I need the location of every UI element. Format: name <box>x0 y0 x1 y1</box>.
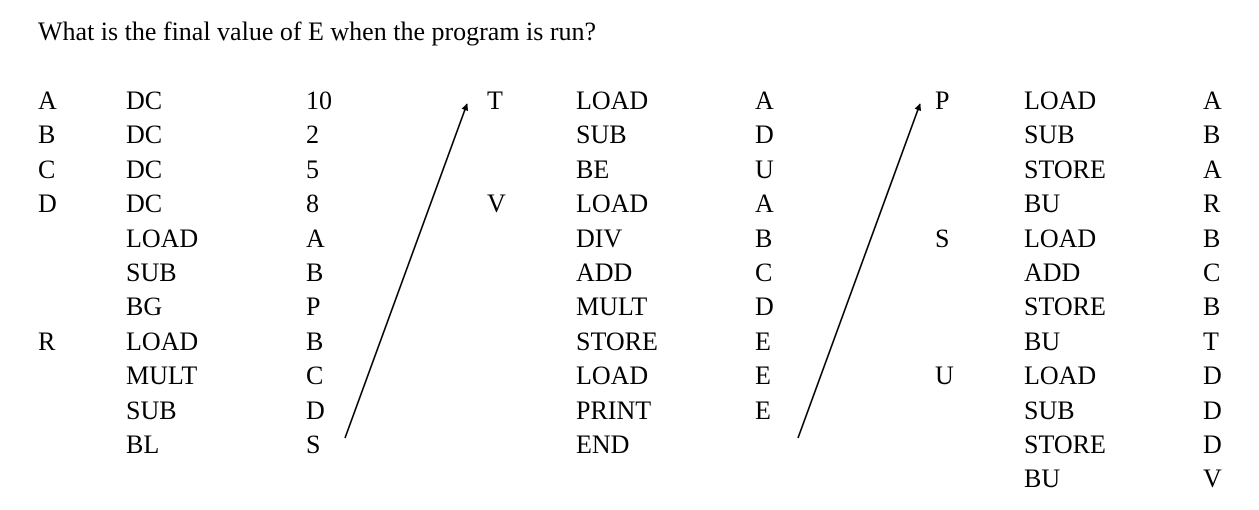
program-cell: SUB <box>126 257 177 287</box>
program-cell: A <box>1203 86 1222 115</box>
program-cell: END <box>576 429 630 459</box>
program-cell: B <box>1203 223 1221 253</box>
program-cell: T <box>487 86 503 115</box>
program-cell: D <box>306 395 325 425</box>
program-cell: V <box>1203 464 1222 494</box>
program-cell: DC <box>126 154 163 184</box>
program-cell: ADD <box>1024 257 1081 287</box>
program-cell: U <box>935 361 954 391</box>
program-cell: BU <box>1024 464 1061 494</box>
program-cell: MULT <box>126 361 198 391</box>
program-cell: 2 <box>306 120 319 150</box>
program-cell: STORE <box>576 326 658 356</box>
program-cell: B <box>306 257 324 287</box>
program-cell: LOAD <box>1024 86 1097 115</box>
program-cell: LOAD <box>1024 361 1097 391</box>
program-cell: 10 <box>306 86 332 115</box>
program-cell: C <box>38 154 56 184</box>
program-cell: R <box>1203 189 1221 219</box>
program-cell: SUB <box>1024 120 1075 150</box>
program-cell: STORE <box>1024 429 1106 459</box>
program-cell: BU <box>1024 326 1061 356</box>
program-cell: S <box>306 429 321 459</box>
program-cell: SUB <box>1024 395 1075 425</box>
program-cell: A <box>1203 154 1222 184</box>
program-cell: C <box>1203 257 1221 287</box>
opcode-column-2: LOAD SUB BE LOAD DIV ADD MULT STORE LOAD PRINT END <box>576 84 658 462</box>
program-cell: SUB <box>576 120 627 150</box>
program-cell: LOAD <box>1024 223 1097 253</box>
program-cell: A <box>755 189 774 219</box>
program-cell: DC <box>126 86 163 115</box>
program-cell: B <box>755 223 773 253</box>
program-cell: E <box>755 326 771 356</box>
program-cell: DC <box>126 120 163 150</box>
program-cell: S <box>935 223 950 253</box>
continuation-arrow-1 <box>344 103 469 439</box>
program-cell: LOAD <box>126 326 199 356</box>
program-cell: B <box>1203 292 1221 322</box>
program-cell: C <box>755 257 773 287</box>
program-cell: STORE <box>1024 154 1106 184</box>
program-cell: LOAD <box>576 86 649 115</box>
program-cell: MULT <box>576 292 648 322</box>
program-cell: D <box>38 189 57 219</box>
program-cell: E <box>755 395 771 425</box>
program-cell: DIV <box>576 223 623 253</box>
program-cell: D <box>1203 395 1222 425</box>
program-cell: LOAD <box>576 189 649 219</box>
program-cell: E <box>755 361 771 391</box>
program-cell: 8 <box>306 189 319 219</box>
program-cell: U <box>755 154 774 184</box>
program-cell: D <box>755 120 774 150</box>
label-column-3: P S U <box>935 84 954 497</box>
program-cell: D <box>755 292 774 322</box>
program-cell: D <box>1203 429 1222 459</box>
program-cell: P <box>306 292 321 322</box>
program-cell: D <box>1203 361 1222 391</box>
program-cell: ADD <box>576 257 633 287</box>
program-cell: B <box>38 120 56 150</box>
program-cell: BL <box>126 429 160 459</box>
program-cell: BE <box>576 154 610 184</box>
program-cell: DC <box>126 189 163 219</box>
opcode-column-1: DC DC DC DC LOAD SUB BG LOAD MULT SUB BL <box>126 84 198 462</box>
opcode-column-3: LOAD SUB STORE BU LOAD ADD STORE BU LOAD SUB STORE… <box>1024 84 1106 497</box>
program-cell: A <box>306 223 325 253</box>
program-cell: B <box>1203 120 1221 150</box>
program-cell: P <box>935 86 950 115</box>
program-cell: SUB <box>126 395 177 425</box>
program-cell: R <box>38 326 56 356</box>
program-cell: LOAD <box>576 361 649 391</box>
continuation-arrow-2 <box>797 103 922 439</box>
program-cell: BG <box>126 292 163 322</box>
program-cell: 5 <box>306 154 319 184</box>
program-cell: V <box>487 189 506 219</box>
program-cell: BU <box>1024 189 1061 219</box>
program-cell: STORE <box>1024 292 1106 322</box>
program-cell: PRINT <box>576 395 652 425</box>
program-cell: A <box>38 86 57 115</box>
program-cell: T <box>1203 326 1219 356</box>
program-cell: LOAD <box>126 223 199 253</box>
program-cell: B <box>306 326 324 356</box>
program-cell: A <box>755 86 774 115</box>
program-cell: C <box>306 361 324 391</box>
question-text: What is the final value of E when the pr… <box>38 17 597 46</box>
